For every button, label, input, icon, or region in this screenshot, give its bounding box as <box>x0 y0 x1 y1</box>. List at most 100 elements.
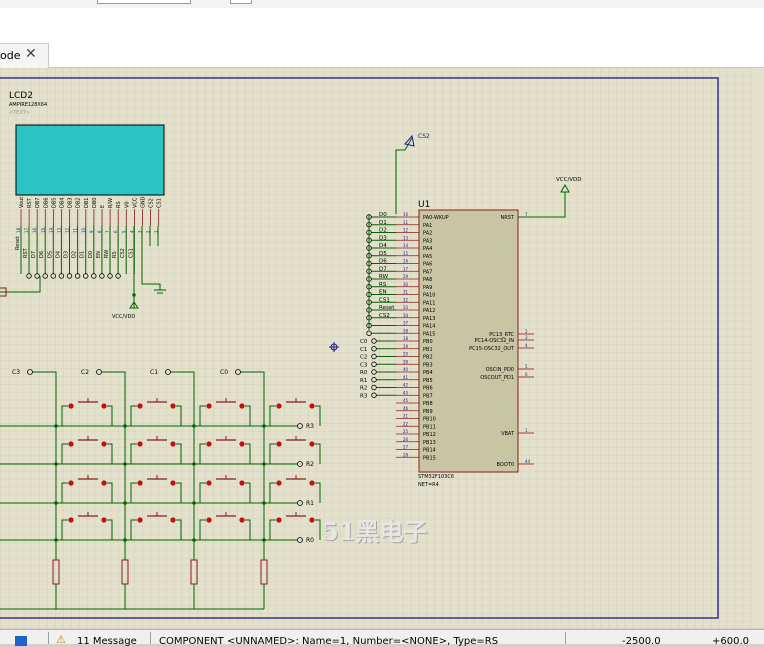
lcd-pin-name: RS <box>116 201 122 208</box>
schematic-svg: LCD2 AMPIRE128X64 <TEXT> Vout18RST17DB71… <box>0 68 764 628</box>
terminal-icon <box>371 377 377 383</box>
switch-contact <box>101 480 107 486</box>
switch-contact <box>309 480 315 486</box>
switch-contact <box>137 517 143 523</box>
portb-net-label: C1 <box>360 347 367 353</box>
switch-wire <box>199 405 206 426</box>
junction-dot <box>54 424 58 428</box>
junction-dot <box>123 424 127 428</box>
mcu-right-pin-number: 1 <box>525 428 528 433</box>
lcd-pin-number: 5 <box>121 230 126 233</box>
tab-schematic[interactable]: ode ✕ <box>0 43 49 69</box>
junction-dot <box>54 538 58 542</box>
watermark: 51黑电子 <box>322 517 428 546</box>
lcd-pin-name: DB4 <box>60 198 66 208</box>
lcd-net-label: RST <box>23 247 29 258</box>
lcd-net-label: D2 <box>72 251 78 258</box>
mcu-pin-number: 22 <box>403 421 409 426</box>
switch-wire <box>61 519 68 540</box>
mcu-pin-name: PA6 <box>423 262 432 268</box>
switch-wire <box>245 405 251 426</box>
terminal-icon <box>297 537 303 543</box>
mcu-pins: PA0-WKUP10PA111PA212PA313PA414PA515PA616… <box>396 212 534 468</box>
terminal-icon <box>82 273 89 279</box>
terminal-icon <box>34 273 40 279</box>
mcu-pin-number: 11 <box>403 220 409 225</box>
portb-net-label: R1 <box>360 378 367 384</box>
portb-net-label: C0 <box>360 339 368 345</box>
message-count[interactable]: 11 Message <box>77 636 137 647</box>
cs2-net-flag: CS2 <box>395 133 430 214</box>
status-bar: ⚠ 11 Message COMPONENT <UNNAMED>: Name=1… <box>0 629 764 647</box>
switch-contact <box>68 441 74 447</box>
mcu-pin-name: PA11 <box>423 300 435 306</box>
switch-wire <box>269 482 276 503</box>
lcd-net-label: D4 <box>55 251 61 258</box>
vcc-label-lcd: VCC/VDD <box>112 314 135 320</box>
switch-contact <box>137 480 143 486</box>
lcd-pin-name: V0 <box>124 201 130 208</box>
junction-dot <box>123 501 127 505</box>
mcu-pin-number: 38 <box>403 328 409 333</box>
mcu-pin-number: 10 <box>403 212 409 217</box>
toolbar-combo[interactable] <box>97 0 191 4</box>
mcu-right-pin-number: 7 <box>525 212 528 217</box>
lcd-pin-number: 3 <box>138 230 143 233</box>
switch-wire <box>245 519 251 540</box>
lcd-pin-name: CS1 <box>157 198 163 208</box>
junction-dot <box>123 538 127 542</box>
mcu-ref: U1 <box>418 200 430 210</box>
lcd-net-label: D6 <box>39 251 45 258</box>
lcd-component[interactable]: LCD2 AMPIRE128X64 <TEXT> Vout18RST17DB71… <box>9 91 165 233</box>
switch-wire <box>61 482 68 503</box>
lcd-pin-name: GND <box>141 196 147 208</box>
mcu-right-pin-name: BOOT0 <box>497 462 514 468</box>
mcu-pin-name: PA10 <box>423 293 435 299</box>
mcu-pin-number: 14 <box>403 243 409 248</box>
junction-dot <box>54 501 58 505</box>
mcu-component[interactable]: U1 STM32F103C6 NET=R4 PA0-WKUP10PA111PA2… <box>396 200 534 488</box>
mcu-pin-name: PB12 <box>423 432 436 438</box>
switch-contact <box>170 480 176 486</box>
junction-dot <box>262 424 266 428</box>
mcu-part: STM32F103C6 <box>418 474 454 480</box>
lcd-pin-name: VCC <box>132 197 138 208</box>
warning-icon[interactable]: ⚠ <box>56 633 66 646</box>
junction-dot <box>262 501 266 505</box>
junction-dot <box>192 501 196 505</box>
mcu-pin-name: PB8 <box>423 401 433 407</box>
switch-wire <box>269 519 276 540</box>
mcu-pin-number: 29 <box>403 274 409 279</box>
mcu-pin-number: 32 <box>403 297 409 302</box>
switch-contact <box>101 517 107 523</box>
mcu-net-label: D0 <box>379 212 387 218</box>
terminal-icon <box>99 273 105 279</box>
mcu-pin-name: PA0-WKUP <box>423 215 449 221</box>
mcu-right-pin-name: PC14-OSC32_IN <box>475 338 515 344</box>
switch-wire <box>107 443 113 464</box>
mcu-pin-name: PA3 <box>423 238 432 244</box>
switch-contact <box>170 517 176 523</box>
switch-contact <box>137 403 143 409</box>
mcu-pin-name: PB11 <box>423 424 436 430</box>
portb-net-label: C3 <box>360 362 368 368</box>
switch-contact <box>309 403 315 409</box>
mcu-pin-number: 26 <box>403 437 409 442</box>
lcd-pin-name: DB0 <box>92 198 98 208</box>
status-separator <box>48 632 49 644</box>
lcd-pin-number: 4 <box>129 230 134 233</box>
mcu-right-pin-name: PC13_RTC <box>489 332 514 338</box>
toolbar-combo-small[interactable] <box>230 0 252 4</box>
lcd-pins: Vout18RST17DB716DB615DB514DB413DB312DB21… <box>16 196 163 233</box>
mcu-right-pin-number: 5 <box>525 364 528 369</box>
junction-dot <box>192 462 196 466</box>
terminal-icon <box>297 423 303 429</box>
switch-contact <box>101 403 107 409</box>
tab-bar: ode ✕ <box>0 8 764 69</box>
close-icon[interactable]: ✕ <box>25 46 37 62</box>
mcu-pin-name: PB9 <box>423 409 433 415</box>
mcu-pin-name: PB10 <box>423 417 436 423</box>
mcu-right-pin-number: 44 <box>525 459 531 464</box>
